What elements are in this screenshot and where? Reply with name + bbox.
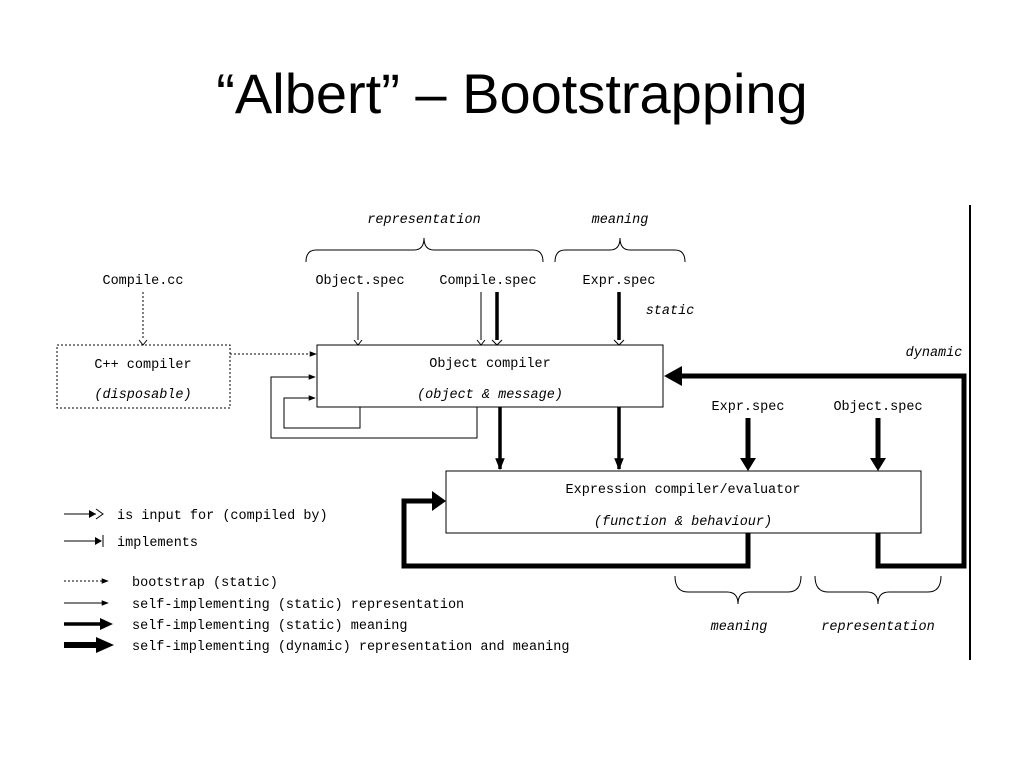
brace-top-meaning [554, 237, 686, 263]
self-loop-inner [283, 395, 361, 429]
label-expr-spec-right: Expr.spec [712, 400, 785, 415]
label-compile-cc: Compile.cc [102, 274, 183, 289]
input-notch-expr-spec-top [613, 339, 625, 346]
label-compile-spec: Compile.spec [439, 274, 536, 289]
slide-title: “Albert” – Bootstrapping [216, 62, 808, 125]
brace-top-representation [305, 237, 544, 263]
object-compiler-name: Object compiler [429, 357, 551, 372]
legend-input-notch [95, 508, 104, 520]
brace-bottom-representation [814, 575, 942, 605]
dynamic-loop-left [401, 498, 751, 569]
arrow-object-spec-right-head [870, 458, 886, 471]
brace-bottom-representation-label: representation [821, 620, 934, 635]
legend-is-input-for: is input for (compiled by) [117, 509, 328, 524]
expression-compiler-box [445, 470, 922, 534]
label-dynamic: dynamic [906, 346, 963, 361]
legend-static-meaning: self-implementing (static) meaning [132, 619, 407, 634]
input-notch-compile-spec-thin [476, 339, 486, 346]
arrow-expr-spec-right-head [740, 458, 756, 471]
label-expr-spec-top: Expr.spec [583, 274, 656, 289]
legend-implements: implements [117, 536, 198, 551]
legend-dynamic: self-implementing (dynamic) representati… [132, 640, 569, 655]
label-object-spec-top: Object.spec [315, 274, 404, 289]
legend: is input for (compiled by) implements bo… [64, 508, 569, 655]
input-notch-cpp [138, 339, 148, 346]
brace-top-meaning-label: meaning [592, 213, 649, 228]
legend-static-repr: self-implementing (static) representatio… [132, 598, 464, 613]
brace-top-representation-label: representation [367, 213, 480, 228]
legend-input-head [89, 510, 96, 518]
dynamic-loop-right [670, 373, 967, 569]
legend-dynamic-head [96, 637, 114, 653]
brace-bottom-meaning [674, 575, 802, 605]
expression-compiler-note: (function & behaviour) [594, 515, 772, 530]
legend-bootstrap: bootstrap (static) [132, 576, 278, 591]
self-loop-outer [270, 374, 478, 439]
dynamic-loop-right-head [664, 366, 682, 386]
cpp-compiler-box [56, 344, 231, 409]
object-compiler-box [316, 344, 664, 408]
legend-implements-head [95, 537, 102, 545]
label-object-spec-right: Object.spec [833, 400, 922, 415]
dynamic-loop-left-head [432, 491, 446, 511]
object-compiler-note: (object & message) [417, 388, 563, 403]
label-static: static [646, 304, 695, 319]
input-notch-compile-spec-medium [491, 339, 503, 346]
expression-compiler-name: Expression compiler/evaluator [566, 483, 801, 498]
input-notch-object-spec [353, 339, 363, 346]
cpp-compiler-note: (disposable) [94, 388, 191, 403]
cpp-compiler-name: C++ compiler [94, 358, 191, 373]
brace-bottom-meaning-label: meaning [711, 620, 768, 635]
legend-static-meaning-head [100, 618, 113, 630]
